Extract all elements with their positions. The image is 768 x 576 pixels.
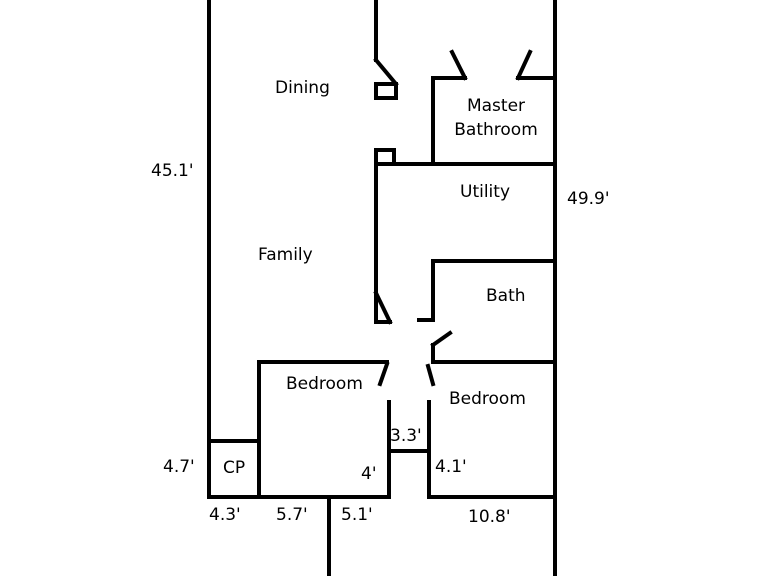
dimension-bedroom-right-inner: 4.1' <box>435 457 467 477</box>
dimension-bottom-a: 4.3' <box>209 505 241 525</box>
door-swing-family <box>373 290 393 325</box>
room-label-master-line2: Bathroom <box>454 120 538 141</box>
column-upper <box>374 82 398 100</box>
room-label-master-line1: Master <box>466 96 526 116</box>
room-label-bedroom-right: Bedroom <box>449 389 526 409</box>
door-swing-master-left <box>449 49 468 81</box>
door-swing-master-right <box>515 49 533 81</box>
room-label-family: Family <box>258 245 313 265</box>
dimension-bottom-c: 5.1' <box>341 505 373 525</box>
door-swing-dining <box>373 57 399 87</box>
room-label-master-bathroom: Master Bathroom <box>454 96 538 141</box>
dimension-bedroom-left-inner: 4' <box>361 464 377 484</box>
door-swing-bath <box>430 330 453 348</box>
room-label-dining: Dining <box>275 78 330 98</box>
door-swing-bedroom-left <box>377 361 390 387</box>
room-label-cp: CP <box>223 458 246 478</box>
dimension-bottom-d: 10.8' <box>468 507 511 527</box>
room-label-bath: Bath <box>486 286 526 306</box>
dimension-bottom-b: 5.7' <box>276 505 308 525</box>
dimension-left-height: 45.1' <box>151 161 194 181</box>
room-label-bedroom-left: Bedroom <box>286 374 363 394</box>
column-lower <box>374 148 396 166</box>
door-swing-bedroom-right <box>425 363 436 387</box>
dimension-hall-width: 3.3' <box>390 426 422 446</box>
dimension-right-height: 49.9' <box>567 189 610 209</box>
room-label-utility: Utility <box>460 182 511 202</box>
dimension-cp-height: 4.7' <box>163 457 195 477</box>
